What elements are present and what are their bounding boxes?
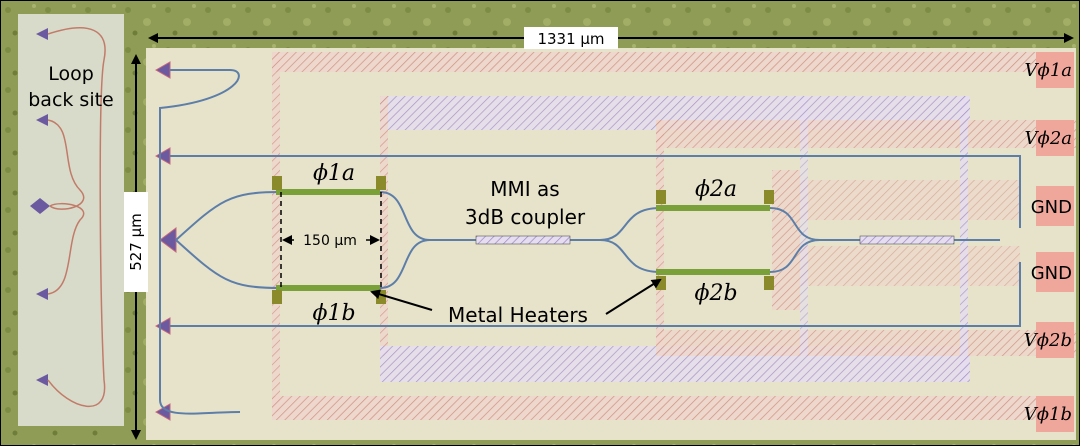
contact-pads xyxy=(1036,52,1074,432)
phi-1b-label: ϕ1b xyxy=(312,301,355,326)
width-dimension-label: 1331 μm xyxy=(537,30,604,48)
phi-1a-label: ϕ1a xyxy=(313,161,355,186)
heater-length-label: 150 μm xyxy=(303,233,357,249)
loop-back-couplers xyxy=(30,28,50,386)
mmi-1 xyxy=(475,235,571,245)
loop-back-label-1: Loop xyxy=(48,63,94,85)
loop-back-panel xyxy=(18,14,124,426)
mmi-label-1: MMI as xyxy=(490,177,559,201)
metal-traces-top xyxy=(272,52,1076,412)
height-dimension-label: 527 μm xyxy=(127,213,145,271)
heater-arrow-right xyxy=(605,278,662,315)
loop-back-label-2: back site xyxy=(28,89,114,111)
mmi-label-2: 3dB coupler xyxy=(465,205,586,229)
waveguides xyxy=(159,69,1021,415)
pad-label-v-phi2b: Vϕ2b xyxy=(1024,330,1072,351)
phi-2a-label: ϕ2a xyxy=(695,177,737,202)
pad-label-v-phi1b: Vϕ1b xyxy=(1024,404,1072,425)
pad-label-v-phi2a: Vϕ2a xyxy=(1025,128,1072,149)
phi-2b-label: ϕ2b xyxy=(694,281,737,306)
loop-back-waveguides xyxy=(47,27,106,408)
pad-label-v-phi1a: Vϕ1a xyxy=(1025,60,1072,81)
pad-label-gnd-2: GND xyxy=(1031,263,1072,284)
metal-traces-bottom xyxy=(272,96,1076,420)
heater-arrow-left xyxy=(370,289,433,311)
grating-couplers xyxy=(154,61,177,421)
mmi-2 xyxy=(859,235,955,245)
metal-heaters-label: Metal Heaters xyxy=(448,303,588,327)
pad-label-gnd-1: GND xyxy=(1031,197,1072,218)
